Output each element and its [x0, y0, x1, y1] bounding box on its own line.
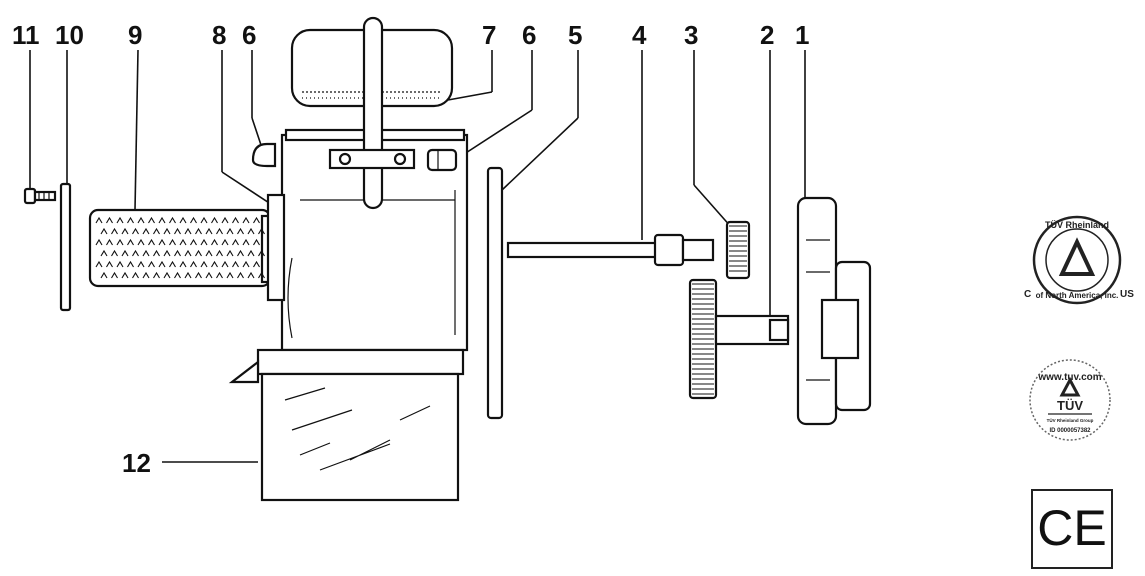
tuv-com-id: ID 0000057382 [1049, 428, 1091, 434]
tuv-rheinland-c: C [1024, 289, 1031, 300]
part-9-grating-drum [88, 208, 276, 288]
callout-4: 4 [632, 20, 647, 50]
callout-7: 7 [482, 20, 496, 50]
callout-2: 2 [760, 20, 774, 50]
callout-11: 11 [12, 20, 40, 50]
callout-8: 8 [212, 20, 226, 50]
part-1-housing [796, 196, 872, 426]
part-11-screw [23, 187, 57, 205]
pivot-bracket [328, 148, 416, 170]
part-6-nut-left [251, 142, 277, 168]
callout-3: 3 [684, 20, 698, 50]
tuv-com-top-text: www.tuv.com [1037, 372, 1101, 383]
tuv-rheinland-badge: TÜV Rheinland of North America, Inc. C U… [1024, 215, 1134, 305]
tuv-rheinland-top-text: TÜV Rheinland [1045, 220, 1109, 230]
callout-12: 12 [122, 448, 151, 478]
tuv-com-badge: www.tuv.com TÜV TÜV Rheinland Group ID 0… [1029, 359, 1111, 441]
part-12-container [228, 348, 465, 502]
tuv-rheinland-us: US [1120, 289, 1134, 300]
part-3-small-gear [725, 220, 751, 280]
ce-mark-badge: CE [1031, 489, 1113, 569]
callout-6-right: 6 [522, 20, 536, 50]
part-4-shaft [506, 233, 715, 267]
callout-6-left: 6 [242, 20, 256, 50]
callout-9: 9 [128, 20, 142, 50]
part-2-gear [688, 278, 790, 400]
callout-5: 5 [568, 20, 582, 50]
part-5-gasket [486, 166, 504, 420]
leader-lines [29, 49, 806, 463]
part-10-plate [59, 182, 72, 312]
callout-1: 1 [795, 20, 809, 50]
callout-10: 10 [55, 20, 84, 50]
tuv-com-sub: TÜV Rheinland Group [1047, 417, 1094, 423]
tuv-rheinland-bottom-text: of North America, Inc. [1036, 291, 1119, 300]
tuv-com-mark: TÜV [1057, 398, 1083, 413]
part-6-nut-right [426, 148, 458, 172]
ce-mark-text: CE [1037, 500, 1106, 556]
